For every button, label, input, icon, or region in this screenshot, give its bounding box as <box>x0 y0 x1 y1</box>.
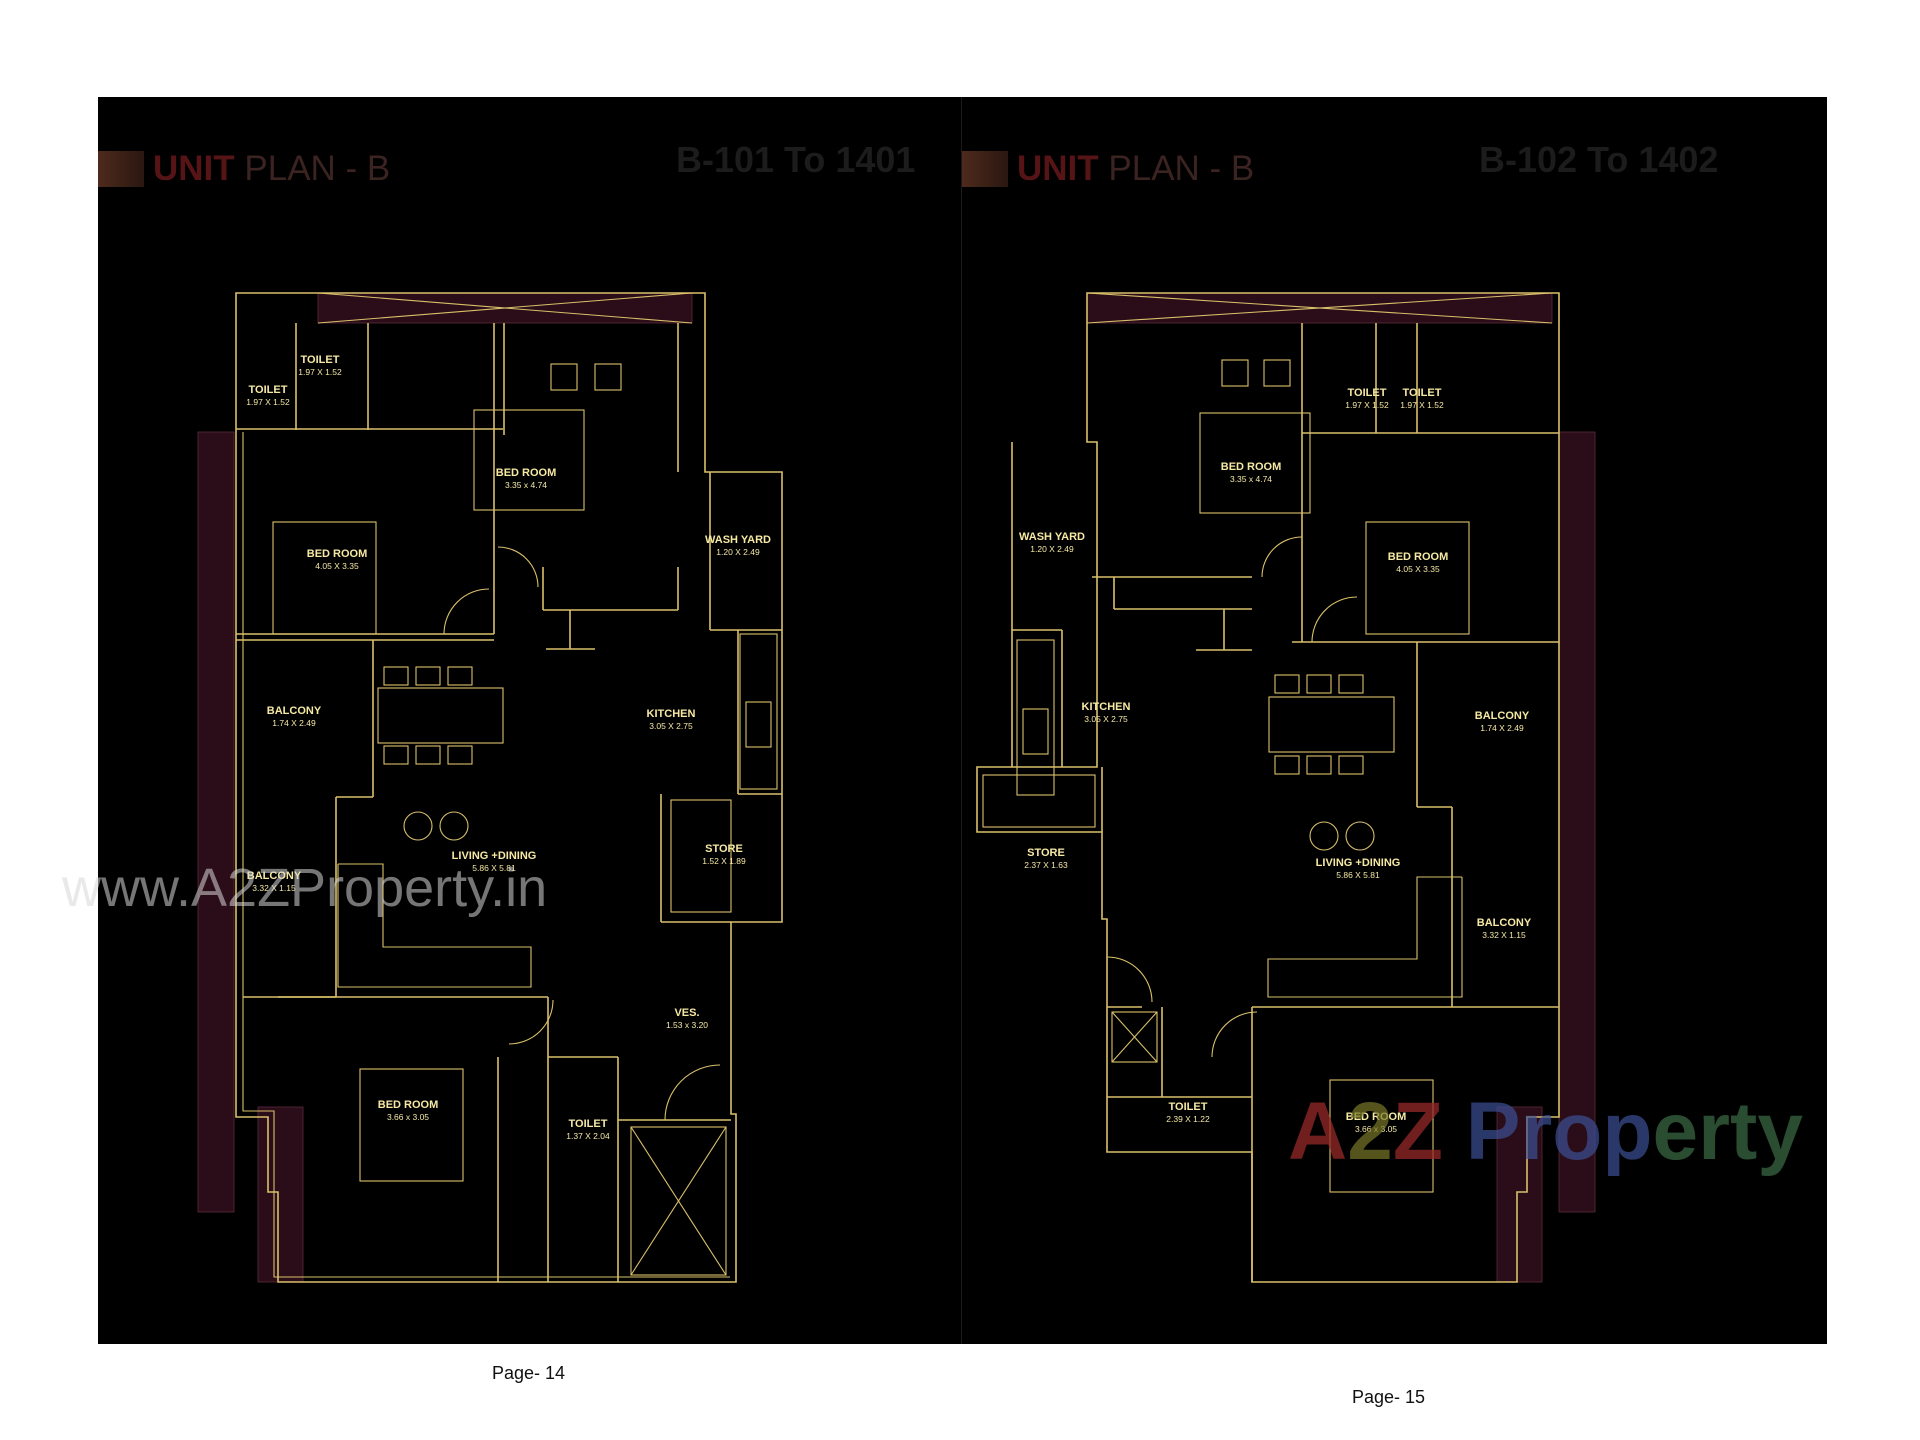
room-store: STORE <box>1027 847 1065 859</box>
room-wash-yard-size: 1.20 X 2.49 <box>1030 544 1074 554</box>
room-bedroom-2-size: 4.05 X 3.35 <box>1396 564 1440 574</box>
left-page: UNIT PLAN - B B-101 To 1401 <box>98 97 961 1344</box>
room-kitchen-size: 3.05 X 2.75 <box>649 721 693 731</box>
room-bedroom-3-size: 3.66 x 3.05 <box>387 1112 429 1122</box>
room-balcony-1-size: 1.74 X 2.49 <box>272 718 316 728</box>
room-kitchen: KITCHEN <box>1082 701 1131 713</box>
room-toilet-3: TOILET <box>1169 1101 1208 1113</box>
room-toilet-1: TOILET <box>1348 387 1387 399</box>
room-bedroom-2: BED ROOM <box>307 548 368 560</box>
room-balcony-2: BALCONY <box>1477 917 1532 929</box>
room-balcony-2-size: 3.32 X 1.15 <box>1482 930 1526 940</box>
room-wash-yard-size: 1.20 X 2.49 <box>716 547 760 557</box>
room-store-size: 2.37 X 1.63 <box>1024 860 1068 870</box>
room-bedroom-3: BED ROOM <box>378 1099 439 1111</box>
room-bedroom-1: BED ROOM <box>1221 461 1282 473</box>
room-balcony-1: BALCONY <box>1475 710 1530 722</box>
left-lower-planter <box>257 1106 304 1283</box>
room-wash-yard: WASH YARD <box>705 534 771 546</box>
room-toilet-2: TOILET <box>1403 387 1442 399</box>
brochure-spread: UNIT PLAN - B B-101 To 1401 <box>98 97 1827 1344</box>
room-store: STORE <box>705 843 743 855</box>
room-living-dining-size: 5.86 X 5.81 <box>472 863 516 873</box>
room-toilet-3-size: 1.37 X 2.04 <box>566 1131 610 1141</box>
room-toilet-1-size: 1.97 X 1.52 <box>1345 400 1389 410</box>
watermark-logo: A2Z Property <box>1288 1086 1803 1177</box>
room-kitchen-size: 3.05 X 2.75 <box>1084 714 1128 724</box>
right-lower-planter <box>1496 1106 1543 1283</box>
room-kitchen: KITCHEN <box>647 708 696 720</box>
right-page: UNIT PLAN - B B-102 To 1402 <box>962 97 1827 1344</box>
room-living-dining: LIVING +DINING <box>452 850 537 862</box>
room-wash-yard: WASH YARD <box>1019 531 1085 543</box>
page-fold <box>961 97 962 1344</box>
room-toilet-2: TOILET <box>301 354 340 366</box>
room-living-dining: LIVING +DINING <box>1316 857 1401 869</box>
floor-plan-right: TOILET 1.97 X 1.52 TOILET 1.97 X 1.52 BE… <box>976 292 1596 1283</box>
page-number-left: Page- 14 <box>492 1363 566 1383</box>
room-bedroom-3: BED ROOM <box>1346 1111 1407 1123</box>
room-toilet-3-size: 2.39 X 1.22 <box>1166 1114 1210 1124</box>
room-bedroom-1: BED ROOM <box>496 467 557 479</box>
unit-plan-title: UNIT PLAN - B <box>153 149 391 188</box>
room-toilet-2-size: 1.97 X 1.52 <box>298 367 342 377</box>
header-color-block <box>98 151 144 187</box>
room-bedroom-2: BED ROOM <box>1388 551 1449 563</box>
room-bedroom-2-size: 4.05 X 3.35 <box>315 561 359 571</box>
room-balcony-2-size: 3.32 X 1.15 <box>252 883 296 893</box>
header-color-block <box>962 151 1008 187</box>
left-planter <box>197 431 235 1213</box>
room-toilet-3: TOILET <box>569 1118 608 1130</box>
unit-plan-title: UNIT PLAN - B <box>1017 149 1255 188</box>
room-store-size: 1.52 X 1.89 <box>702 856 746 866</box>
room-bedroom-1-size: 3.35 x 4.74 <box>505 480 547 490</box>
floor-plan-left: TOILET 1.97 X 1.52 TOILET 1.97 X 1.52 BE… <box>197 292 783 1283</box>
room-bedroom-1-size: 3.35 x 4.74 <box>1230 474 1272 484</box>
room-toilet-1-size: 1.97 X 1.52 <box>246 397 290 407</box>
unit-range: B-102 To 1402 <box>1479 139 1719 180</box>
room-balcony-1: BALCONY <box>267 705 322 717</box>
room-balcony-1-size: 1.74 X 2.49 <box>1480 723 1524 733</box>
right-planter <box>1558 431 1596 1213</box>
room-toilet-2-size: 1.97 X 1.52 <box>1400 400 1444 410</box>
room-vestibule-size: 1.53 x 3.20 <box>666 1020 708 1030</box>
room-bedroom-3-size: 3.66 x 3.05 <box>1355 1124 1397 1134</box>
room-living-dining-size: 5.86 X 5.81 <box>1336 870 1380 880</box>
room-balcony-2: BALCONY <box>247 870 302 882</box>
watermark-url: www.A2ZProperty.in <box>62 858 548 918</box>
page-number-right: Page- 15 <box>1352 1387 1426 1407</box>
unit-range: B-101 To 1401 <box>676 139 916 180</box>
room-toilet-1: TOILET <box>249 384 288 396</box>
room-vestibule: VES. <box>674 1007 699 1019</box>
